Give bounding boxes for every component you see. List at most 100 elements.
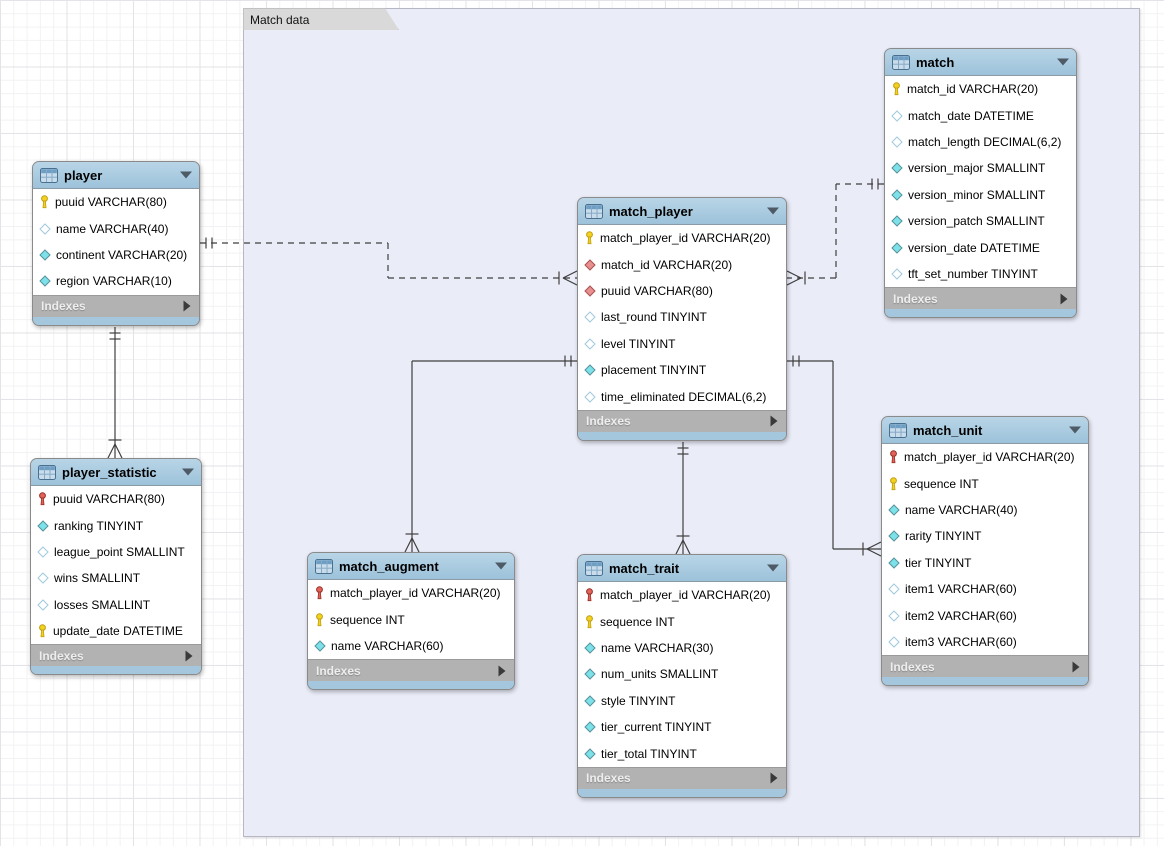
column-sequence[interactable]: sequence INT <box>308 606 514 632</box>
connector-player-player_statistic[interactable] <box>107 327 123 459</box>
indexes-row[interactable]: Indexes <box>578 409 786 432</box>
column-puuid[interactable]: puuid VARCHAR(80) <box>578 278 786 304</box>
collapse-arrow-icon[interactable] <box>1069 426 1081 434</box>
primary-key-icon <box>39 195 50 209</box>
column-match_id[interactable]: match_id VARCHAR(20) <box>885 76 1076 102</box>
table-header[interactable]: match <box>885 49 1076 76</box>
table-footer <box>578 431 786 440</box>
table-icon <box>892 54 910 70</box>
indexes-row[interactable]: Indexes <box>31 644 201 667</box>
column-tier_total[interactable]: tier_total TINYINT <box>578 740 786 766</box>
column-item1[interactable]: item1 VARCHAR(60) <box>882 576 1088 602</box>
column-item2[interactable]: item2 VARCHAR(60) <box>882 602 1088 628</box>
indexes-label: Indexes <box>39 648 84 663</box>
table-columns: match_id VARCHAR(20) match_date DATETIME m… <box>885 76 1076 288</box>
foreign-primary-key-icon <box>314 586 325 600</box>
column-time_eliminated[interactable]: time_eliminated DECIMAL(6,2) <box>578 383 786 409</box>
column-placement[interactable]: placement TINYINT <box>578 357 786 383</box>
indexes-row[interactable]: Indexes <box>33 294 199 317</box>
column-version_patch[interactable]: version_patch SMALLINT <box>885 208 1076 234</box>
column-match_player_id[interactable]: match_player_id VARCHAR(20) <box>578 582 786 608</box>
column-league_point[interactable]: league_point SMALLINT <box>31 539 201 565</box>
table-footer <box>33 316 199 325</box>
layer-tab[interactable]: Match data <box>243 8 399 30</box>
column-style[interactable]: style TINYINT <box>578 688 786 714</box>
table-header[interactable]: match_unit <box>882 417 1088 444</box>
column-level[interactable]: level TINYINT <box>578 331 786 357</box>
column-update_date[interactable]: update_date DATETIME <box>31 618 201 644</box>
column-version_major[interactable]: version_major SMALLINT <box>885 155 1076 181</box>
table-header[interactable]: player_statistic <box>31 459 201 486</box>
indexes-row[interactable]: Indexes <box>578 766 786 789</box>
indexes-row[interactable]: Indexes <box>882 655 1088 678</box>
column-puuid[interactable]: puuid VARCHAR(80) <box>31 486 201 512</box>
column-version_date[interactable]: version_date DATETIME <box>885 234 1076 260</box>
indexes-row[interactable]: Indexes <box>308 659 514 682</box>
collapse-arrow-icon[interactable] <box>1057 58 1069 66</box>
nullable-diamond-icon <box>37 572 49 585</box>
column-num_units[interactable]: num_units SMALLINT <box>578 661 786 687</box>
table-header[interactable]: match_player <box>578 198 786 225</box>
column-label: item3 VARCHAR(60) <box>905 634 1017 649</box>
column-label: rarity TINYINT <box>905 529 982 544</box>
column-continent[interactable]: continent VARCHAR(20) <box>33 242 199 268</box>
collapse-arrow-icon[interactable] <box>182 468 194 476</box>
column-tier[interactable]: tier TINYINT <box>882 550 1088 576</box>
column-sequence[interactable]: sequence INT <box>578 608 786 634</box>
column-tft_set_number[interactable]: tft_set_number TINYINT <box>885 261 1076 287</box>
column-item3[interactable]: item3 VARCHAR(60) <box>882 629 1088 655</box>
table-header[interactable]: match_trait <box>578 555 786 582</box>
table-header[interactable]: player <box>33 162 199 189</box>
column-match_player_id[interactable]: match_player_id VARCHAR(20) <box>882 444 1088 470</box>
column-name[interactable]: name VARCHAR(60) <box>308 633 514 659</box>
column-label: name VARCHAR(40) <box>905 502 1018 517</box>
column-match_date[interactable]: match_date DATETIME <box>885 102 1076 128</box>
foreign-primary-key-icon <box>584 588 595 602</box>
column-label: name VARCHAR(60) <box>331 638 444 653</box>
table-title: match_trait <box>609 560 680 576</box>
collapse-arrow-icon[interactable] <box>767 207 779 215</box>
column-label: puuid VARCHAR(80) <box>601 283 713 298</box>
column-name[interactable]: name VARCHAR(30) <box>578 635 786 661</box>
column-label: update_date DATETIME <box>53 624 183 639</box>
column-puuid[interactable]: puuid VARCHAR(80) <box>33 189 199 215</box>
column-losses[interactable]: losses SMALLINT <box>31 592 201 618</box>
column-tier_current[interactable]: tier_current TINYINT <box>578 714 786 740</box>
column-name[interactable]: name VARCHAR(40) <box>882 497 1088 523</box>
column-label: tier_total TINYINT <box>601 746 697 761</box>
column-match_length[interactable]: match_length DECIMAL(6,2) <box>885 129 1076 155</box>
column-version_minor[interactable]: version_minor SMALLINT <box>885 182 1076 208</box>
column-sequence[interactable]: sequence INT <box>882 470 1088 496</box>
table-match_augment[interactable]: match_augment match_player_id VARCHAR(20)… <box>307 552 515 691</box>
collapse-arrow-icon[interactable] <box>495 562 507 570</box>
column-region[interactable]: region VARCHAR(10) <box>33 268 199 294</box>
column-rarity[interactable]: rarity TINYINT <box>882 523 1088 549</box>
collapse-arrow-icon[interactable] <box>180 171 192 179</box>
collapse-arrow-icon[interactable] <box>767 564 779 572</box>
table-header[interactable]: match_augment <box>308 553 514 580</box>
column-label: sequence INT <box>600 614 675 629</box>
column-ranking[interactable]: ranking TINYINT <box>31 512 201 538</box>
indexes-row[interactable]: Indexes <box>885 287 1076 310</box>
notnull-diamond-icon <box>888 504 900 516</box>
column-last_round[interactable]: last_round TINYINT <box>578 304 786 330</box>
column-wins[interactable]: wins SMALLINT <box>31 565 201 591</box>
column-name[interactable]: name VARCHAR(40) <box>33 215 199 241</box>
column-match_id[interactable]: match_id VARCHAR(20) <box>578 251 786 277</box>
table-match_trait[interactable]: match_trait match_player_id VARCHAR(20) se… <box>577 554 787 798</box>
column-match_player_id[interactable]: match_player_id VARCHAR(20) <box>308 580 514 606</box>
column-label: match_player_id VARCHAR(20) <box>600 588 771 603</box>
indexes-label: Indexes <box>586 414 631 429</box>
column-label: style TINYINT <box>601 693 676 708</box>
table-icon <box>585 203 603 219</box>
column-label: match_player_id VARCHAR(20) <box>330 586 501 601</box>
column-match_player_id[interactable]: match_player_id VARCHAR(20) <box>578 225 786 251</box>
indexes-label: Indexes <box>586 771 631 786</box>
column-label: match_date DATETIME <box>908 108 1034 123</box>
